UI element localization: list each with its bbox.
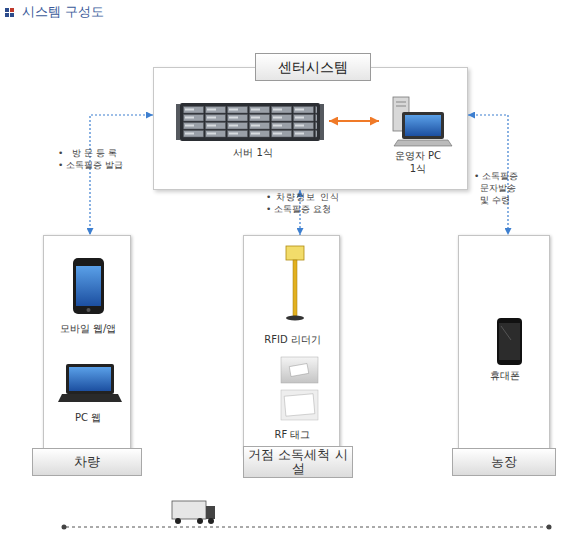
icon-square [10, 8, 14, 12]
reader-foot [286, 316, 304, 321]
band-label: 차량 [33, 449, 141, 475]
system-box: 센터시스템서버 1식운영자 PC 1식 [153, 67, 468, 190]
phone-screen [76, 266, 101, 306]
laptop-screen [69, 367, 111, 391]
phone-body [73, 258, 104, 314]
flow-label: • 방문등록 • 소독필증 발급 [58, 147, 128, 171]
column-box: 휴대폰 [458, 235, 550, 455]
box-title: 센터시스템 [255, 53, 371, 81]
flow-label: • 소독필증 문자발송 및 수령 [474, 170, 521, 206]
device-label: RF 태그 [246, 428, 339, 441]
icon-square [5, 8, 9, 12]
tag-photo [281, 390, 318, 420]
phone-screen [499, 323, 520, 360]
timeline-end [62, 525, 67, 530]
farm-phone [497, 318, 522, 365]
pc-keyboard [394, 140, 452, 146]
truck-wheel [197, 518, 203, 524]
truck [172, 501, 215, 524]
column-box: 모바일 웹/앱 PC 웹 [43, 235, 131, 455]
rfid-reader [286, 246, 304, 321]
icon-square [10, 13, 14, 17]
device-label: 모바일 웹/앱 [58, 322, 118, 335]
truck-cab [206, 506, 215, 519]
truck-wheel [208, 518, 214, 524]
device-label: PC 웹 [48, 411, 128, 424]
server-ear [176, 104, 180, 140]
reader-head [286, 246, 304, 260]
icon-square [5, 13, 9, 17]
truck-wheel [175, 518, 181, 524]
phone-glare [501, 326, 511, 340]
device-label: RFID 리더기 [246, 333, 339, 346]
tag-card [289, 364, 308, 377]
category-band: 농장 [452, 448, 556, 476]
tag-photo [281, 357, 318, 383]
pc-tower [393, 97, 409, 131]
truck-body [172, 501, 206, 519]
pc-drive-slot [396, 102, 406, 103]
server-rack [176, 103, 324, 141]
laptop-lid [66, 364, 114, 394]
flow-arrow [90, 115, 153, 235]
pc-screen [405, 115, 441, 136]
device-box: 서버 1식 [177, 101, 329, 163]
route-timeline [62, 525, 552, 530]
phone-button [87, 308, 91, 312]
reader-pole [293, 260, 297, 316]
device-box: 운영자 PC 1식 [379, 93, 457, 175]
flow-arrow [329, 120, 379, 122]
category-band: 거점 소독세척 시설 [243, 446, 353, 478]
title-icon [5, 8, 14, 17]
band-label: 거점 소독세척 시설 [244, 447, 352, 477]
phone-body [497, 318, 522, 365]
device-label: 휴대폰 [463, 369, 547, 382]
band-label: 농장 [453, 449, 555, 475]
server-chassis [180, 103, 320, 141]
device-label: 서버 1식 [177, 146, 329, 159]
mobile-phone [73, 258, 104, 314]
rf-tags [281, 357, 318, 420]
diagram-title: 시스템 구성도 [22, 4, 104, 20]
server-drive-bays [183, 106, 317, 138]
column-box: RFID 리더기 RF 태그 [243, 235, 340, 455]
server-ear [320, 104, 324, 140]
device-label: 운영자 PC 1식 [391, 149, 445, 175]
laptop [58, 364, 122, 402]
timeline-line [66, 527, 547, 528]
operator-pc [393, 97, 452, 146]
category-band: 차량 [32, 448, 142, 476]
pc-monitor [402, 112, 444, 139]
tag-card [284, 394, 315, 416]
laptop-base [58, 394, 122, 402]
pc-drive-slot [396, 106, 406, 107]
flow-label: • 차량정보 인식 • 소독필증 요청 [266, 191, 344, 215]
timeline-end [547, 525, 552, 530]
